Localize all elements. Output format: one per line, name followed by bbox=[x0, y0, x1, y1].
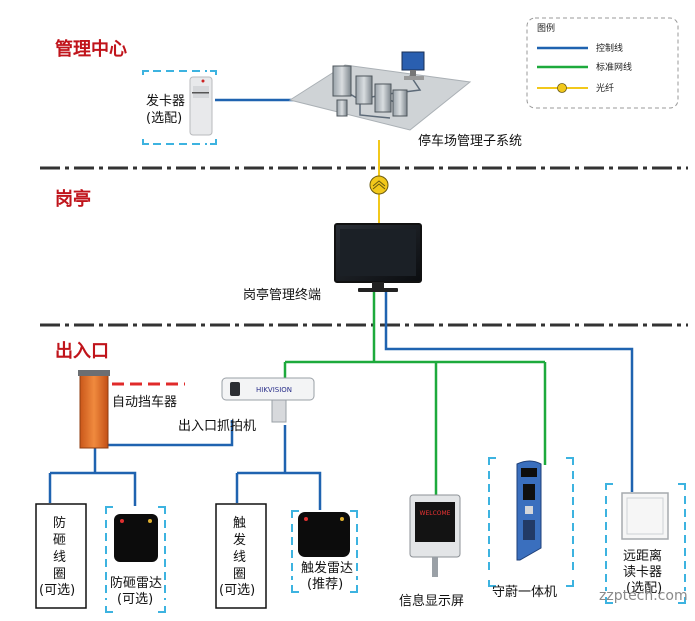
anti-smash-radar-label-1: 防砸雷达 bbox=[110, 575, 162, 591]
info-display: WELCOME 信息显示屏 bbox=[399, 494, 464, 609]
anti-smash-radar-label-2: (可选) bbox=[117, 592, 153, 607]
legend: 图例 控制线 标准网线 光纤 bbox=[526, 17, 679, 109]
anti-smash-coil-label-5: (可选) bbox=[39, 583, 75, 598]
guard-unit-label: 守蔚一体机 bbox=[492, 585, 557, 600]
anti-smash-coil-label-4: 圈 bbox=[53, 567, 66, 582]
legend-control-line: 控制线 bbox=[596, 42, 623, 54]
trigger-coil-label-4: 圈 bbox=[233, 567, 246, 582]
long-range-reader-label-3: (选配) bbox=[626, 581, 662, 596]
section-title-management: 管理中心 bbox=[55, 38, 127, 60]
wire-network bbox=[283, 292, 547, 495]
long-range-reader: 远距离 读卡器 (选配) bbox=[605, 483, 686, 604]
watermark: zzptech.com bbox=[599, 588, 688, 604]
capture-camera: HIKVISION 出入口抓拍机 bbox=[178, 377, 315, 434]
trigger-coil-label-1: 触 bbox=[233, 516, 246, 531]
booth-terminal-label: 岗亭管理终端 bbox=[243, 287, 321, 303]
anti-smash-radar: 防砸雷达 (可选) bbox=[105, 506, 166, 613]
server-rack-icon bbox=[332, 65, 408, 117]
camera-label: 出入口抓拍机 bbox=[178, 419, 256, 434]
trigger-coil-label-3: 线 bbox=[233, 550, 246, 565]
camera-brand: HIKVISION bbox=[256, 386, 292, 394]
anti-smash-coil-label-2: 砸 bbox=[53, 533, 66, 548]
trigger-radar-label-2: (推荐) bbox=[307, 577, 343, 592]
booth-terminal-monitor: 岗亭管理终端 bbox=[243, 223, 422, 303]
legend-fiber: 光纤 bbox=[596, 82, 614, 94]
section-title-booth: 岗亭 bbox=[55, 188, 91, 210]
long-range-reader-label-2: 读卡器 bbox=[623, 565, 662, 580]
workstation-icon bbox=[401, 51, 425, 80]
anti-smash-coil-label-1: 防 bbox=[53, 515, 66, 531]
card-issuer-label-1: 发卡器 bbox=[146, 93, 185, 109]
parking-server-cluster: 停车场管理子系统 bbox=[288, 51, 522, 149]
barrier-gate: 自动挡车器 bbox=[78, 370, 185, 449]
legend-network-line: 标准网线 bbox=[596, 61, 632, 73]
trigger-coil-label-2: 发 bbox=[233, 532, 246, 548]
guard-unit: 守蔚一体机 bbox=[488, 457, 574, 600]
anti-smash-coil-label-3: 线 bbox=[53, 550, 66, 565]
info-display-label: 信息显示屏 bbox=[399, 593, 464, 609]
parking-system-label: 停车场管理子系统 bbox=[418, 133, 522, 149]
wire-control bbox=[48, 292, 634, 510]
barrier-label: 自动挡车器 bbox=[112, 394, 177, 410]
anti-smash-coil: 防 砸 线 圈 (可选) bbox=[35, 503, 87, 609]
card-issuer-label-2: (选配) bbox=[146, 111, 182, 126]
info-display-screen-text: WELCOME bbox=[420, 510, 451, 517]
fiber-node-icon bbox=[557, 83, 567, 93]
long-range-reader-label-1: 远距离 bbox=[623, 548, 662, 564]
fiber-converter-icon bbox=[369, 175, 389, 195]
section-title-entrance: 出入口 bbox=[55, 340, 109, 362]
trigger-coil: 触 发 线 圈 (可选) bbox=[215, 503, 267, 609]
trigger-radar-label-1: 触发雷达 bbox=[301, 560, 353, 576]
legend-title: 图例 bbox=[537, 22, 555, 34]
trigger-coil-label-5: (可选) bbox=[219, 583, 255, 598]
card-issuer-device: 发卡器 (选配) bbox=[142, 70, 217, 145]
trigger-radar: 触发雷达 (推荐) bbox=[291, 510, 358, 593]
